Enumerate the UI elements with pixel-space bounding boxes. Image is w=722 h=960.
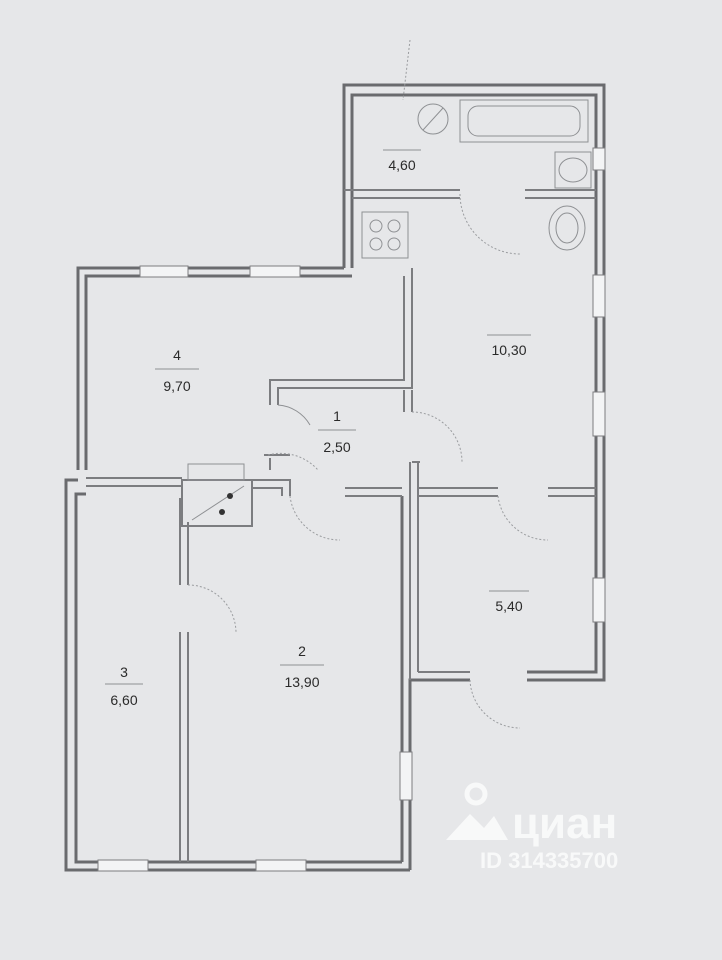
room-bathroom-label: 4,60 [383, 149, 421, 173]
room-number: 3 [120, 664, 128, 680]
watermark-brand: циан [512, 799, 617, 848]
room-2-label: 2 13,90 [280, 643, 324, 690]
doors [187, 39, 549, 729]
room-number: 1 [333, 408, 341, 424]
room-5-label: 5,40 [489, 590, 529, 614]
fixtures [181, 99, 592, 527]
map-pin-icon [446, 782, 508, 840]
room-area: 6,60 [110, 692, 137, 708]
windows [97, 147, 606, 872]
watermark: циан ID 314335700 [446, 782, 618, 873]
stove-icon [361, 211, 409, 259]
room-area: 10,30 [491, 342, 526, 358]
room-number: 2 [298, 643, 306, 659]
room-3-label: 3 6,60 [105, 664, 143, 708]
watermark-id: ID 314335700 [480, 848, 618, 873]
room-area: 4,60 [388, 157, 415, 173]
sink-icon [554, 151, 592, 189]
room-area: 5,40 [495, 598, 522, 614]
room-number: 4 [173, 347, 181, 363]
room-area: 2,50 [323, 439, 350, 455]
washing-machine-icon [417, 103, 449, 135]
room-4-label: 4 9,70 [155, 347, 199, 394]
ventilation-shaft-icon [181, 463, 253, 527]
room-area: 13,90 [284, 674, 319, 690]
room-1-label: 1 2,50 [318, 408, 356, 455]
room-area: 9,70 [163, 378, 190, 394]
inner-walls [86, 189, 596, 862]
bathtub-icon [459, 99, 589, 143]
room-kitchen-label: 10,30 [487, 334, 531, 358]
kitchen-sink-icon [548, 205, 586, 251]
